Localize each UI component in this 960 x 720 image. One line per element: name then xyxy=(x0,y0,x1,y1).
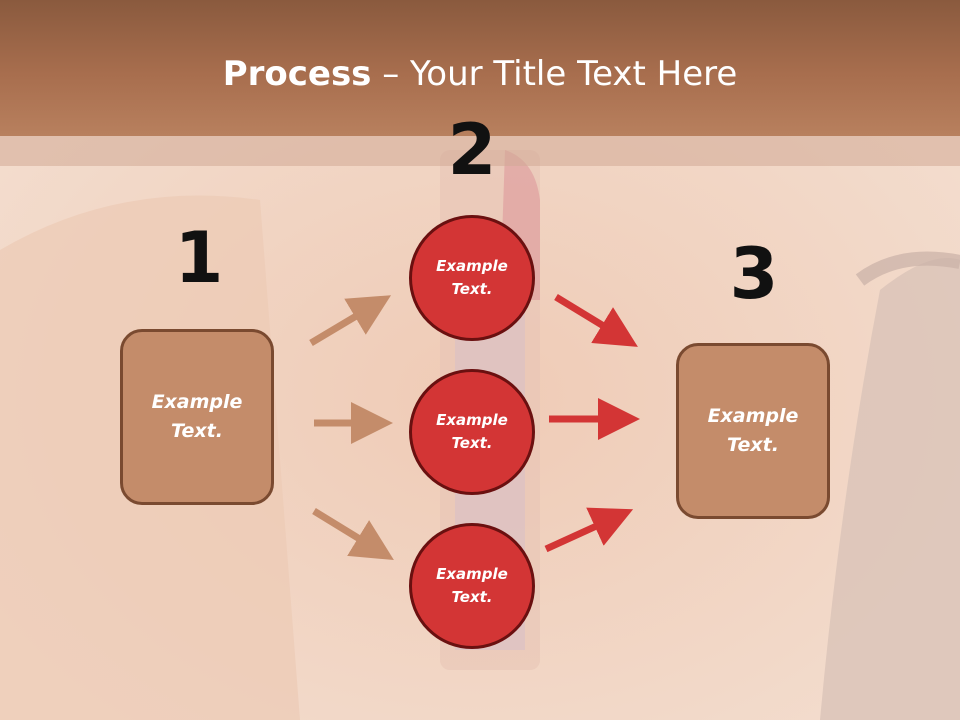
arrow-box1-to-circle1 xyxy=(309,295,392,347)
process-box-3: Example Text. xyxy=(676,343,830,519)
arrow-circle3-to-box3 xyxy=(544,507,634,553)
process-box-3-text: Example Text. xyxy=(707,405,799,456)
process-circle-2: Example Text. xyxy=(409,369,535,495)
process-circle-3: Example Text. xyxy=(409,523,535,649)
process-circle-3-text: Example Text. xyxy=(436,565,508,606)
title-rest: – Your Title Text Here xyxy=(371,54,738,94)
process-box-1-text: Example Text. xyxy=(151,391,243,442)
title-bar xyxy=(0,0,960,136)
process-circle-1: Example Text. xyxy=(409,215,535,341)
process-circle-1-text: Example Text. xyxy=(436,257,508,298)
title-bar-strip xyxy=(0,136,960,166)
title-bold: Process xyxy=(222,54,372,94)
slide-title: Process – Your Title Text Here xyxy=(0,52,960,96)
step-number-1: 1 xyxy=(174,217,224,299)
arrow-circle1-to-box3 xyxy=(554,294,638,347)
arrow-box1-to-circle3 xyxy=(312,508,394,560)
process-box-1: Example Text. xyxy=(120,329,274,505)
step-number-2: 2 xyxy=(447,109,497,191)
process-circle-2-text: Example Text. xyxy=(436,411,508,452)
step-number-3: 3 xyxy=(729,233,779,315)
